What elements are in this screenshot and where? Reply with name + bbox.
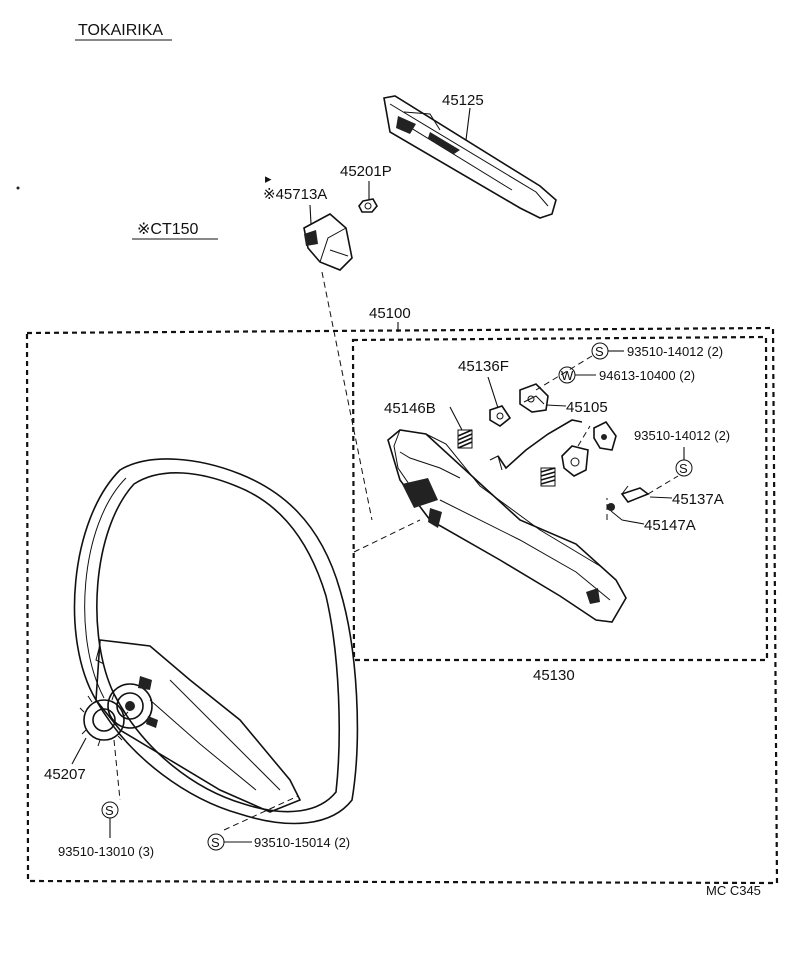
wire-45136F <box>497 419 583 470</box>
leader-45125 <box>465 107 471 141</box>
pin-45137A <box>620 485 650 503</box>
screw-s3-part: 93510-13010 (3) <box>58 844 154 859</box>
leader-45146B <box>449 406 463 431</box>
screw-symbol-s4: S <box>207 833 225 851</box>
washer-symbol-w1: W <box>558 366 576 384</box>
label-45137A: 45137A <box>672 491 724 508</box>
label-45146B: 45146B <box>384 400 436 417</box>
scan-speck <box>16 186 20 190</box>
dash-plate-mid <box>577 425 591 447</box>
screw-s4-symbol: S <box>211 835 220 850</box>
drawing-code: MC C345 <box>706 883 761 898</box>
screw-s4-part: 93510-15014 (2) <box>254 835 350 850</box>
leader-45713A <box>309 204 312 225</box>
small-mark: ▸ <box>265 171 272 186</box>
horn-housing-45130 <box>387 429 627 623</box>
assembly-box-45130 <box>351 335 769 662</box>
contact-45136F <box>489 405 512 427</box>
label-45207: 45207 <box>44 766 86 783</box>
screw-s2-symbol: S <box>679 461 688 476</box>
label-45130: 45130 <box>533 667 575 684</box>
leader-45147A <box>621 519 645 525</box>
screw-s3-symbol: S <box>105 803 114 818</box>
leader-45105 <box>545 404 567 407</box>
leader-45207 <box>71 737 87 765</box>
screw-symbol-s3: S <box>101 801 119 819</box>
label-45100: 45100 <box>369 305 411 322</box>
contact-plate-right <box>593 420 617 451</box>
label-45125: 45125 <box>442 92 484 109</box>
contact-plate-mid <box>561 445 589 477</box>
washer-w1-part: 94613-10400 (2) <box>599 368 695 383</box>
dash-s3 <box>113 739 121 801</box>
label-45105: 45105 <box>566 399 608 416</box>
label-45201P: 45201P <box>340 163 392 180</box>
gear-ring-45207 <box>79 693 129 747</box>
spring-45146B <box>457 429 473 449</box>
washer-w1-symbol: W <box>561 368 574 383</box>
wire-end <box>489 455 503 471</box>
label-45147A: 45147A <box>644 517 696 534</box>
nut-45201P <box>358 198 378 213</box>
dash-s1 <box>535 355 593 391</box>
steering-wheel <box>73 458 359 825</box>
dash-leader-45713A <box>321 271 373 521</box>
dash-45137A <box>647 475 679 495</box>
leader-45136F <box>487 376 499 409</box>
note-ct150: ※CT150 <box>137 221 199 238</box>
assembly-box-45100 <box>25 326 779 885</box>
bracket-45105 <box>519 383 549 413</box>
screw-s1-symbol: S <box>595 344 604 359</box>
spring-mid <box>540 467 556 487</box>
dash-connector <box>353 519 421 553</box>
leader-45137A <box>649 496 673 499</box>
screw-s1-part: 93510-14012 (2) <box>627 344 723 359</box>
contact-plate-45713A <box>303 213 353 271</box>
horn-pad-45125 <box>383 95 557 219</box>
screw-symbol-s1: S <box>591 342 609 360</box>
screw-s2-part: 93510-14012 (2) <box>634 428 730 443</box>
label-45136F: 45136F <box>458 358 509 375</box>
dash-s4 <box>223 795 299 831</box>
brand-label: TOKAIRIKA <box>78 22 163 39</box>
screw-symbol-s2: S <box>675 459 693 477</box>
label-45713A: ※45713A <box>263 186 327 203</box>
screw-45147A <box>607 503 623 521</box>
